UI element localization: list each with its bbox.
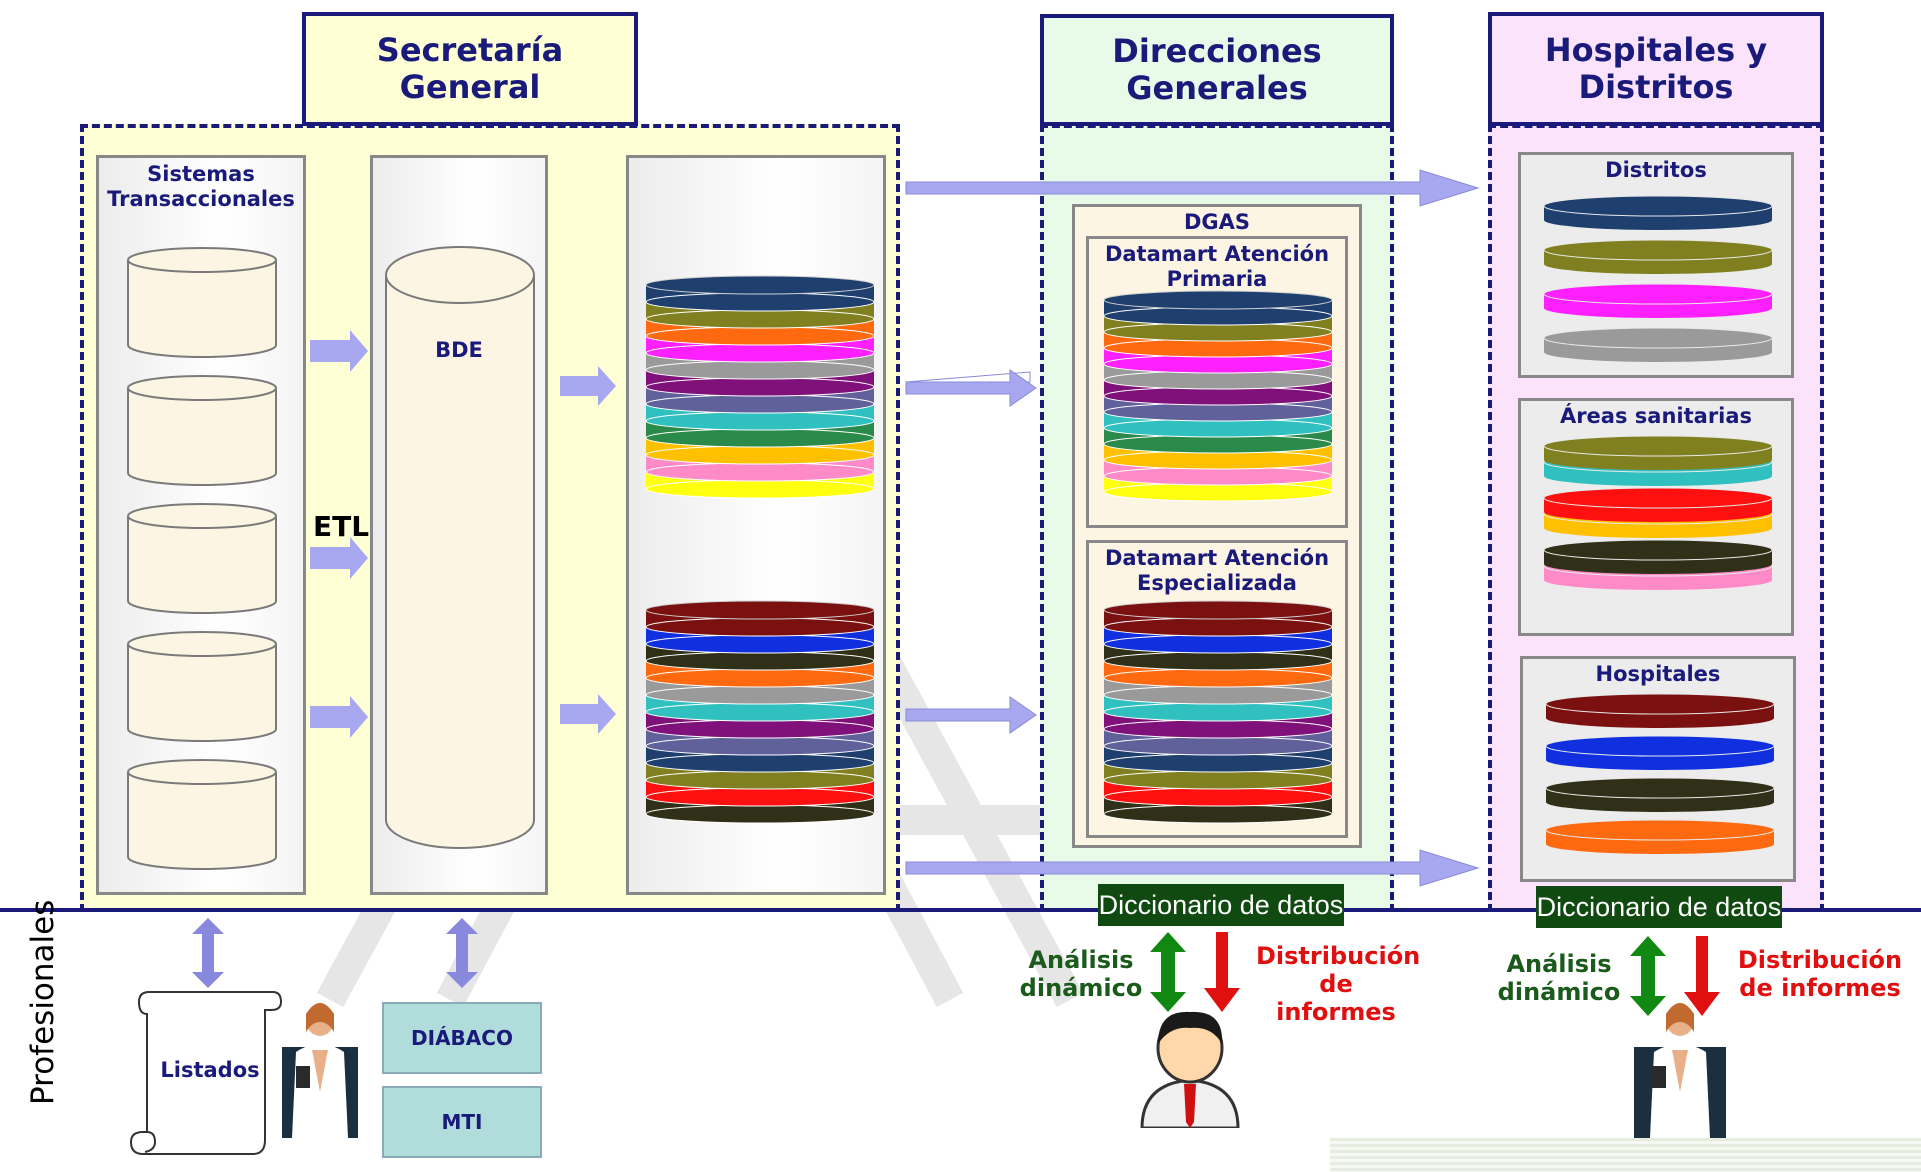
hospitales-title: Hospitales	[1595, 662, 1721, 686]
analisis-dinamico-dg: Análisis dinámico	[1019, 946, 1143, 1002]
database-icon	[127, 247, 277, 358]
bidirectional-arrows	[192, 918, 478, 988]
sistemas-transaccionales-title: Sistemas Transaccionales	[107, 162, 295, 211]
diccionario-datos-dg[interactable]: Diccionario de datos	[1098, 884, 1344, 926]
database-icon	[127, 503, 277, 614]
arrow-right-icon	[310, 537, 368, 579]
hospitales-disks	[1545, 693, 1775, 854]
disk-layer	[1543, 435, 1773, 470]
decorative-stripe	[1330, 1138, 1921, 1172]
disk-layer	[1545, 693, 1775, 728]
flow-arrows	[905, 169, 1480, 887]
scroll-document-icon	[129, 991, 283, 1155]
transactional-databases	[127, 247, 277, 870]
disk-layer	[1543, 487, 1773, 522]
arrow-right-icon	[560, 366, 616, 406]
distribucion-informes-hd: Distribución de informes	[1737, 946, 1903, 1002]
bde-label: BDE	[435, 338, 483, 362]
diccionario-datos-hd[interactable]: Diccionario de datos	[1536, 886, 1782, 928]
stack-top	[1103, 290, 1333, 310]
hospitales-distritos-header: Hospitales y Distritos	[1488, 12, 1824, 126]
up-down-arrow-icon	[1630, 936, 1666, 1016]
dgas-title: DGAS	[1183, 210, 1251, 234]
disk-layer	[1543, 195, 1773, 230]
datamart-primaria-title: Datamart Atención Primaria	[1104, 242, 1330, 291]
disk-layer	[1543, 239, 1773, 274]
doctor-icon	[1634, 1003, 1726, 1138]
datamart-especializada-title: Datamart Atención Especializada	[1104, 546, 1330, 595]
arrow-right-icon	[310, 330, 368, 372]
hd-arrows	[1630, 936, 1720, 1016]
stack-top	[645, 275, 875, 295]
disk-layer	[1545, 819, 1775, 854]
down-arrow-icon	[1204, 932, 1240, 1012]
stack-top	[1103, 600, 1333, 620]
arrow-right-icon	[905, 849, 1480, 887]
disk-layer	[1543, 327, 1773, 362]
bde-to-stacks-arrows	[560, 366, 616, 734]
etl-label: ETL	[313, 510, 370, 543]
database-icon	[127, 759, 277, 870]
up-down-arrow-icon	[192, 918, 224, 988]
etl-arrows	[310, 330, 368, 738]
areas-sanitarias-title: Áreas sanitarias	[1559, 404, 1753, 428]
datamart-stack-1	[645, 275, 875, 499]
divider-line	[0, 908, 1921, 912]
stack-top	[645, 600, 875, 620]
distribucion-informes-dg: Distribución de informes	[1256, 942, 1421, 1026]
user-avatar-icon	[1140, 1011, 1240, 1128]
arrow-right-icon	[905, 169, 1480, 207]
disk-layer	[1545, 777, 1775, 812]
arrow-right-icon	[905, 696, 1037, 734]
down-arrow-icon	[1684, 936, 1720, 1016]
arrow-right-icon	[560, 694, 616, 734]
datamart-primaria-stack	[1103, 290, 1333, 502]
dg-arrows	[1150, 932, 1240, 1012]
disk-layer	[1543, 539, 1773, 574]
database-icon	[127, 631, 277, 742]
datamart-stack-2	[645, 600, 875, 824]
areas-sanitarias-disks	[1543, 435, 1773, 590]
up-down-arrow-icon	[1150, 932, 1186, 1012]
arrow-right-icon	[905, 369, 1037, 407]
secretaria-general-header: Secretaría General	[302, 12, 638, 126]
divider-segment	[1394, 908, 1488, 912]
database-icon	[127, 375, 277, 486]
distritos-title: Distritos	[1605, 158, 1707, 182]
mti-box: MTI	[382, 1086, 542, 1158]
direcciones-generales-header: Direcciones Generales	[1040, 14, 1394, 126]
analisis-dinamico-hd: Análisis dinámico	[1497, 950, 1621, 1006]
distritos-disks	[1543, 195, 1773, 362]
disk-layer	[1545, 735, 1775, 770]
listados-label: Listados	[160, 1058, 260, 1082]
up-down-arrow-icon	[446, 918, 478, 988]
bde-database-icon	[385, 246, 535, 849]
arrow-right-icon	[310, 696, 368, 738]
diabaco-box: DIÁBACO	[382, 1002, 542, 1074]
profesionales-label: Profesionales	[25, 899, 61, 1105]
disk-layer	[1543, 283, 1773, 318]
datamart-especializada-stack	[1103, 600, 1333, 824]
doctor-icon	[282, 1003, 358, 1138]
